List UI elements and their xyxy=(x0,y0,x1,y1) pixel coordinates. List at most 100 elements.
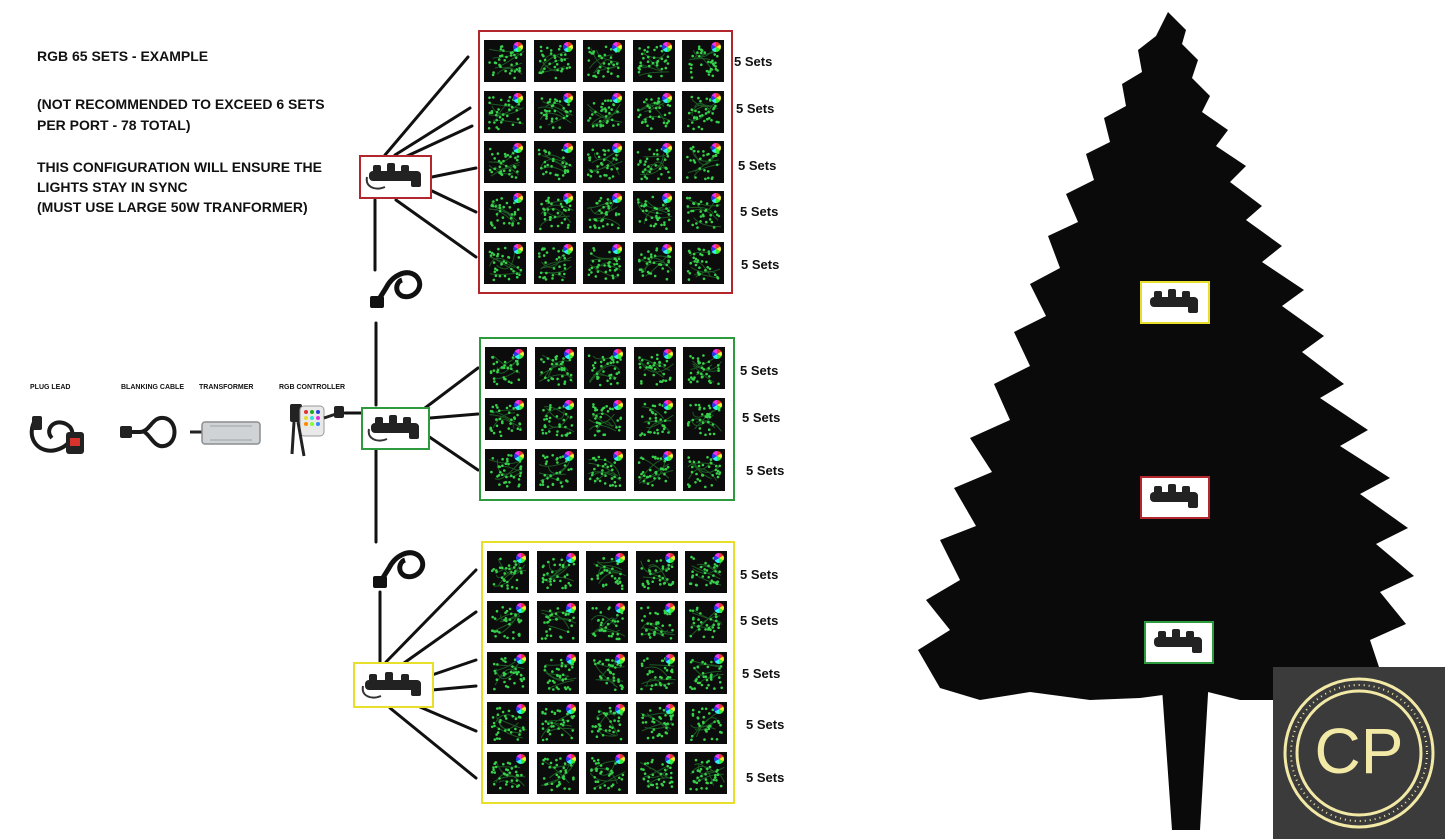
yellow-hub xyxy=(353,662,434,708)
splitter-hub-icon xyxy=(361,672,421,699)
light-set-tile xyxy=(682,40,724,83)
light-set-tile xyxy=(632,40,675,83)
group-yellow-row-4-label: 5 Sets xyxy=(746,717,785,732)
light-set-tile xyxy=(586,551,628,594)
light-set-tile xyxy=(586,701,628,744)
light-set-tile xyxy=(683,398,725,440)
group-green-row-3-label: 5 Sets xyxy=(746,463,785,478)
light-set-tile xyxy=(635,701,678,744)
light-set-tile xyxy=(584,398,626,440)
light-set-tile xyxy=(533,40,576,83)
light-set-tile xyxy=(633,347,676,390)
light-set-tile xyxy=(635,601,678,644)
plug-lead-icon xyxy=(29,416,84,454)
light-set-tile xyxy=(536,601,579,644)
light-set-tile xyxy=(487,751,529,794)
light-set-tile xyxy=(586,751,628,794)
light-set-tile xyxy=(632,90,675,133)
light-set-tile xyxy=(683,448,725,491)
plug-lead-label: PLUG LEAD xyxy=(30,384,71,391)
rgb-controller-icon xyxy=(290,404,344,457)
green-hub xyxy=(361,407,430,450)
tree-yellow-hub xyxy=(1140,281,1210,324)
rgb-controller-label: RGB CONTROLLER xyxy=(279,384,346,391)
group-yellow-row-3-label: 5 Sets xyxy=(742,666,781,681)
light-set-tile xyxy=(487,601,529,644)
light-set-tile xyxy=(633,448,676,491)
cp-logo-text: CP xyxy=(1314,715,1404,787)
light-set-tile xyxy=(682,191,724,234)
light-set-tile xyxy=(536,551,579,594)
light-set-tile xyxy=(583,40,625,83)
blanking-cable-label: BLANKING CABLE xyxy=(121,384,184,391)
red-light-group xyxy=(478,30,733,294)
tree-green-hub xyxy=(1144,621,1214,664)
light-set-tile xyxy=(487,701,529,744)
light-set-tile xyxy=(633,398,676,440)
light-set-tile xyxy=(632,141,675,183)
light-set-tile xyxy=(484,241,526,284)
light-set-tile xyxy=(682,241,724,284)
sync-line-2: LIGHTS STAY IN SYNC xyxy=(37,179,188,195)
blanking-cable-icon xyxy=(373,550,426,588)
light-set-tile xyxy=(685,601,727,644)
light-set-tile xyxy=(484,141,526,183)
transformer-icon xyxy=(190,421,261,445)
light-set-tile xyxy=(586,601,628,644)
group-red-row-2-label: 5 Sets xyxy=(736,101,775,116)
light-set-tile xyxy=(635,651,678,694)
light-set-tile xyxy=(682,90,724,133)
blanking-cable-icon xyxy=(120,415,177,449)
light-set-tile xyxy=(635,751,678,794)
light-set-tile xyxy=(685,701,727,744)
warning-line-1: (NOT RECOMMENDED TO EXCEED 6 SETS xyxy=(37,96,325,112)
light-set-tile xyxy=(583,191,625,234)
cp-logo-badge xyxy=(1283,677,1435,829)
light-set-tile xyxy=(487,651,529,694)
light-set-tile xyxy=(632,191,675,234)
light-set-tile xyxy=(534,398,577,440)
red-hub xyxy=(359,155,432,199)
light-set-tile xyxy=(485,398,527,440)
light-set-tile xyxy=(685,551,727,594)
group-yellow-row-5-label: 5 Sets xyxy=(746,770,785,785)
tree-silhouette xyxy=(918,12,1414,830)
light-set-tile xyxy=(583,141,625,183)
light-set-tile xyxy=(533,241,576,284)
group-red-row-3-label: 5 Sets xyxy=(738,158,777,173)
light-set-tile xyxy=(534,347,577,390)
diagram-title: RGB 65 SETS - EXAMPLE xyxy=(37,48,209,64)
light-set-tile xyxy=(487,551,529,594)
group-red-row-4-label: 5 Sets xyxy=(740,204,779,219)
light-set-tile xyxy=(583,90,625,133)
light-set-tile xyxy=(584,448,626,491)
light-set-tile xyxy=(586,651,628,694)
light-set-tile xyxy=(536,701,579,744)
light-set-tile xyxy=(685,651,727,694)
group-green-row-2-label: 5 Sets xyxy=(742,410,781,425)
blanking-cable-icon xyxy=(370,270,423,308)
splitter-hub-icon xyxy=(1150,289,1198,313)
light-set-tile xyxy=(533,90,576,133)
light-set-tile xyxy=(485,448,527,491)
light-set-tile xyxy=(533,141,576,183)
light-set-tile xyxy=(683,347,725,390)
light-set-tile xyxy=(484,90,526,133)
green-light-group xyxy=(479,337,735,501)
light-set-tile xyxy=(583,241,625,284)
light-set-tile xyxy=(536,751,579,794)
light-set-tile xyxy=(485,347,527,390)
transformer-label: TRANSFORMER xyxy=(199,384,254,391)
splitter-hub-icon xyxy=(367,415,419,442)
light-set-tile xyxy=(632,241,675,284)
group-yellow-row-2-label: 5 Sets xyxy=(740,613,779,628)
sync-line-3: (MUST USE LARGE 50W TRANFORMER) xyxy=(37,199,308,215)
group-red-row-5-label: 5 Sets xyxy=(741,257,780,272)
warning-line-2: PER PORT - 78 TOTAL) xyxy=(37,117,191,133)
light-set-tile xyxy=(685,751,727,794)
group-red-row-1-label: 5 Sets xyxy=(734,54,773,69)
light-set-tile xyxy=(533,191,576,234)
sync-line-1: THIS CONFIGURATION WILL ENSURE THE xyxy=(37,159,322,175)
